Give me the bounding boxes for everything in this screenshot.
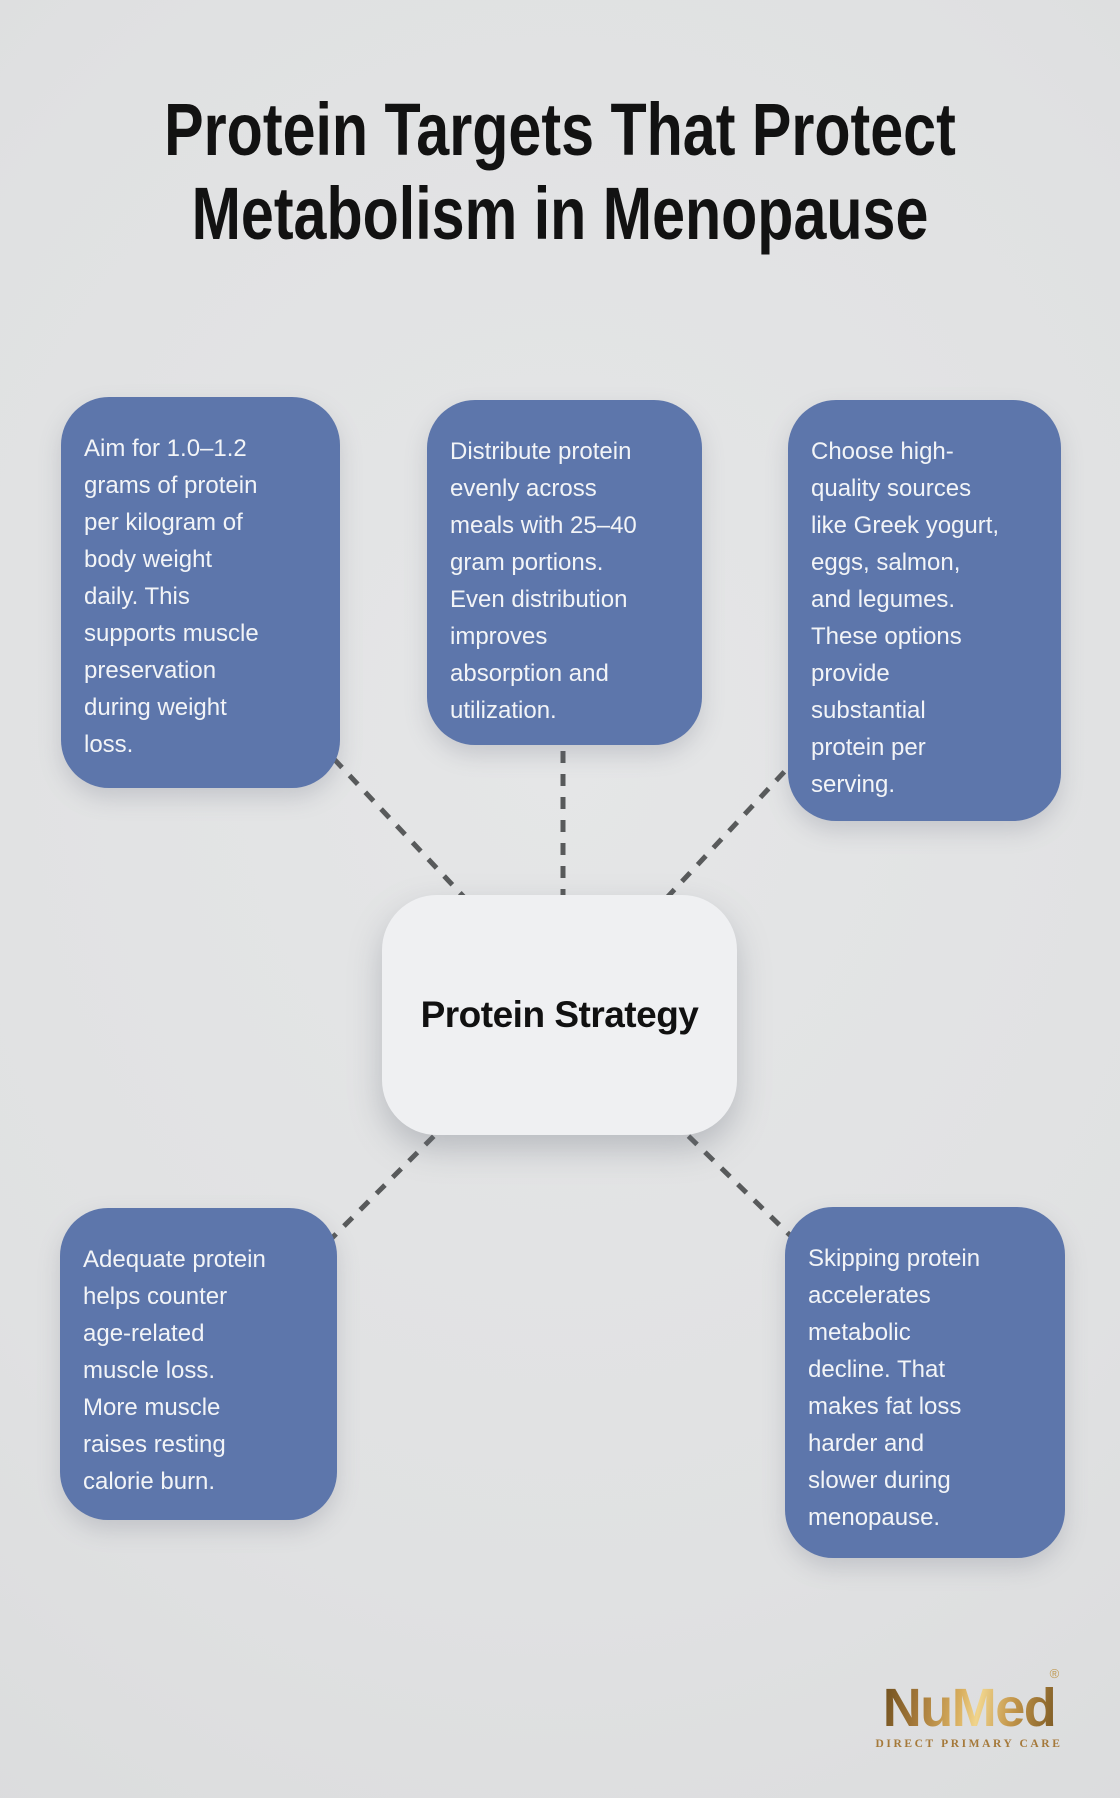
registered-trademark-icon: ® — [1049, 1666, 1060, 1681]
brand-logo: NuMed ® DIRECT PRIMARY CARE — [874, 1667, 1064, 1750]
node-bottom-right: Skipping protein accelerates metabolic d… — [785, 1207, 1065, 1558]
brand-tagline: DIRECT PRIMARY CARE — [875, 1738, 1063, 1750]
node-top-right-text: Choose high- quality sources like Greek … — [811, 438, 1000, 798]
node-top-center: Distribute protein evenly across meals w… — [427, 400, 702, 745]
node-bottom-left-text: Adequate protein helps counter age-relat… — [83, 1246, 266, 1495]
node-top-left: Aim for 1.0–1.2 grams of protein per kil… — [61, 397, 340, 788]
page-title: Protein Targets That Protect Metabolism … — [164, 88, 956, 255]
node-top-right: Choose high- quality sources like Greek … — [788, 400, 1061, 821]
connector-bottom-left — [323, 1118, 452, 1247]
brand-name: NuMed — [882, 1678, 1057, 1738]
center-node: Protein Strategy — [382, 895, 737, 1135]
node-top-left-text: Aim for 1.0–1.2 grams of protein per kil… — [84, 435, 259, 758]
connector-top-left — [316, 740, 480, 914]
node-bottom-right-text: Skipping protein accelerates metabolic d… — [808, 1245, 981, 1531]
node-bottom-left: Adequate protein helps counter age-relat… — [60, 1208, 337, 1520]
connector-top-right — [658, 753, 802, 907]
center-node-label: Protein Strategy — [420, 994, 699, 1035]
node-top-center-text: Distribute protein evenly across meals w… — [450, 438, 637, 724]
connector-bottom-right — [670, 1118, 802, 1247]
brand-wordmark: NuMed ® — [882, 1667, 1059, 1738]
